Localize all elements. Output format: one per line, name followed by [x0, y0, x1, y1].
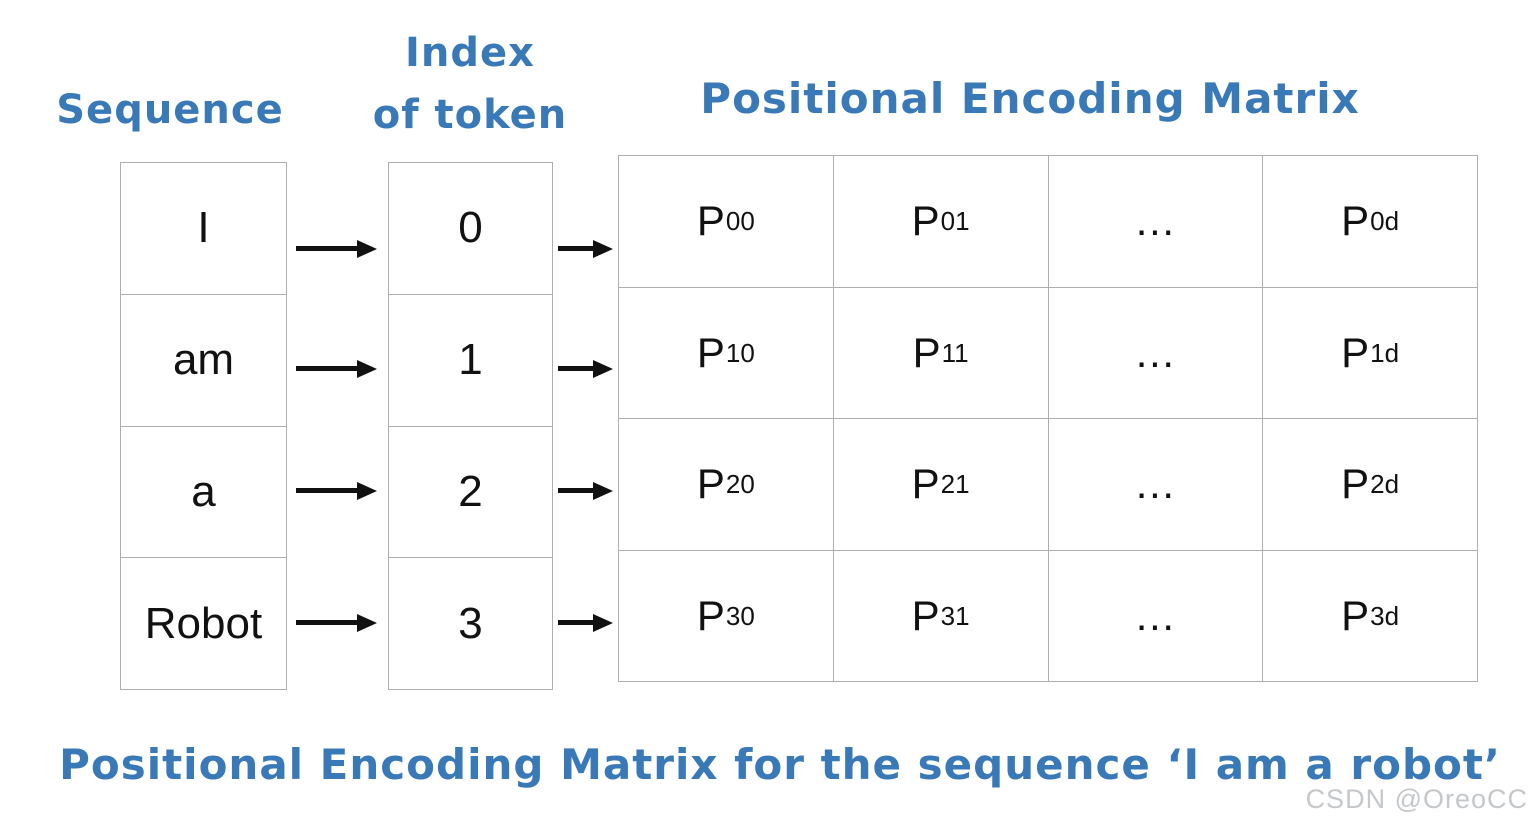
matrix-cell-sub: 0d [1370, 206, 1400, 237]
matrix-cell-sub: 11 [941, 337, 969, 368]
matrix-cell-sub: 30 [725, 600, 755, 631]
arrow-right-icon [558, 488, 594, 493]
arrow-right-icon [296, 246, 358, 251]
matrix-cell-sub: 01 [940, 206, 970, 237]
matrix-cell-sub: 1d [1370, 337, 1400, 368]
index-cell-3: 3 [389, 558, 552, 689]
index-cell-0: 0 [389, 163, 552, 294]
matrix-cell-0-ellipsis: … [1048, 156, 1263, 287]
matrix-cell-sub: 31 [940, 600, 970, 631]
token-cell-am: am [121, 294, 286, 426]
matrix-cell-sub: 00 [725, 206, 755, 237]
ellipsis-glyph: … [1133, 591, 1176, 639]
index-cell-1: 1 [389, 294, 552, 426]
matrix-cell-base: P [912, 328, 941, 376]
arrow-right-icon [296, 620, 358, 625]
sequence-table: I am a Robot [120, 162, 287, 690]
index-column-header: Index of token [355, 22, 585, 146]
matrix-cell-sub: 10 [725, 337, 755, 368]
arrow-right-icon [558, 620, 594, 625]
ellipsis-glyph: … [1133, 197, 1176, 245]
matrix-cell-sub: 20 [725, 469, 755, 500]
matrix-cell-base: P [696, 328, 725, 376]
matrix-cell-2-ellipsis: … [1048, 419, 1263, 550]
index-header-line2: of token [372, 92, 568, 138]
arrow-right-icon [296, 488, 358, 493]
arrow-right-icon [558, 246, 594, 251]
matrix-cell-base: P [1341, 591, 1370, 639]
matrix-cell-base: P [1341, 328, 1370, 376]
ellipsis-glyph: … [1133, 460, 1176, 508]
matrix-cell-3-ellipsis: … [1048, 550, 1263, 681]
watermark-text: CSDN @OreoCC [1305, 784, 1528, 814]
matrix-cell-base: P [696, 591, 725, 639]
token-cell-robot: Robot [121, 558, 286, 689]
matrix-cell-sub: 2d [1370, 469, 1400, 500]
matrix-header: Positional Encoding Matrix [700, 74, 1360, 123]
matrix-cell-base: P [1341, 460, 1370, 508]
matrix-cell-base: P [911, 591, 940, 639]
token-cell-a: a [121, 426, 286, 558]
token-cell-i: I [121, 163, 286, 294]
arrow-right-icon [558, 366, 594, 371]
matrix-cell-base: P [696, 460, 725, 508]
sequence-column-header: Sequence [56, 87, 284, 133]
matrix-cell-1-ellipsis: … [1048, 287, 1263, 418]
matrix-cell-base: P [911, 197, 940, 245]
index-cell-2: 2 [389, 426, 552, 558]
matrix-cell-sub: 21 [940, 469, 970, 500]
matrix-cell-base: P [696, 197, 725, 245]
matrix-cell-base: P [911, 460, 940, 508]
matrix-cell-base: P [1341, 197, 1370, 245]
ellipsis-glyph: … [1133, 328, 1176, 376]
index-header-line1: Index [405, 30, 535, 76]
index-table: 0 1 2 3 [388, 162, 553, 690]
matrix-cell-sub: 3d [1370, 600, 1400, 631]
diagram-caption: Positional Encoding Matrix for the seque… [59, 740, 1501, 789]
arrow-right-icon [296, 366, 358, 371]
